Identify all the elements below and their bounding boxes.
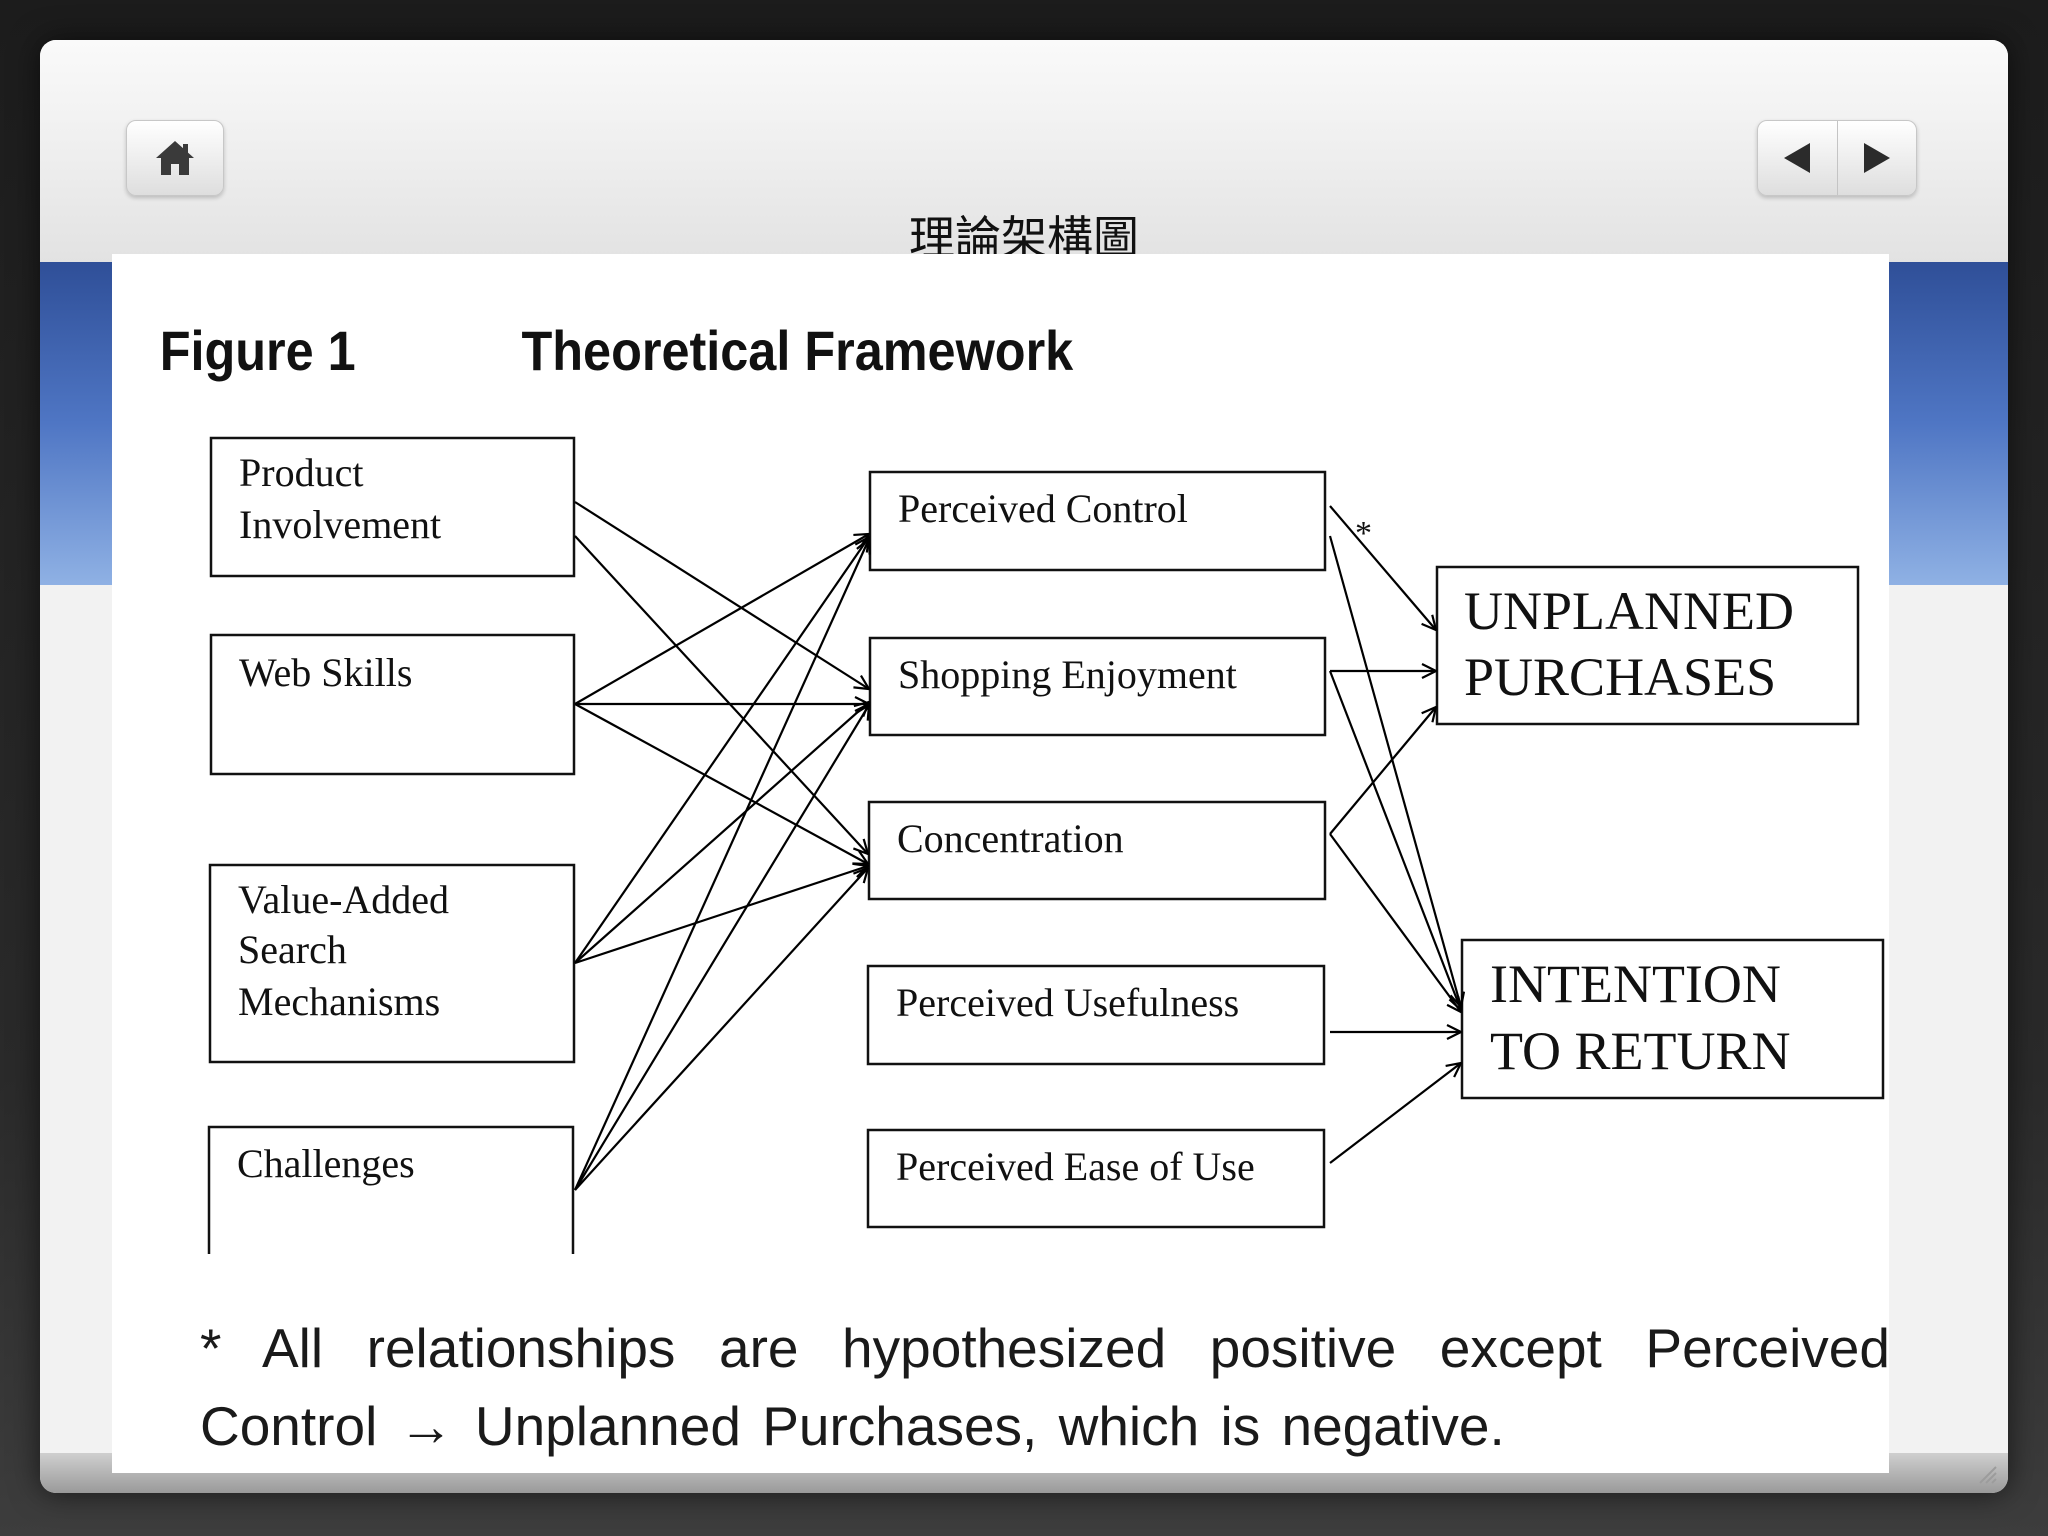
mediator-concentration: Concentration — [867, 800, 1327, 901]
svg-text:UNPLANNED PURCHASES: UNPLANNED PURCHASES — [1464, 581, 1808, 707]
box-label-line: Involvement — [239, 502, 441, 547]
box-label-line: PURCHASES — [1464, 647, 1776, 707]
arrow-challenges-to-concentration — [574, 868, 868, 1191]
framework-diagram: Figure 1 Theoretical Framework Product I… — [160, 321, 1885, 1268]
resize-grip-icon[interactable] — [1974, 1461, 1998, 1485]
next-slide-button[interactable] — [1836, 121, 1917, 195]
box-label-line: Challenges — [237, 1141, 415, 1186]
arrow-ease-to-intention — [1329, 1063, 1461, 1164]
slide-navigation — [1757, 120, 1917, 196]
antecedent-product-involvement: Product Involvement — [209, 436, 576, 578]
mediator-perceived-usefulness: Perceived Usefulness — [866, 964, 1326, 1066]
mediator-perceived-control: Perceived Control — [868, 470, 1327, 572]
antecedent-challenges: Challenges — [207, 1125, 575, 1268]
svg-text:Challenges: Challenges — [237, 1141, 415, 1186]
arrow-webskills-to-control — [574, 534, 869, 705]
figure-footnote: * All relationships are hypothesized pos… — [200, 1317, 1890, 1457]
arrow-search-to-enjoyment — [574, 702, 869, 964]
figure-number: Figure 1 — [160, 321, 356, 383]
arrow-control-to-unplanned — [1329, 505, 1436, 630]
box-label: Perceived Usefulness — [896, 980, 1239, 1025]
arrow-challenges-to-enjoyment — [574, 705, 869, 1191]
triangle-right-icon — [1863, 143, 1890, 173]
box-label-line: Product — [239, 450, 363, 495]
box-label: Shopping Enjoyment — [898, 652, 1237, 697]
arrow-involvement-to-concentration — [574, 535, 868, 854]
arrow-enjoyment-to-intention — [1328, 670, 1461, 1010]
triangle-left-icon — [1784, 143, 1811, 173]
home-button[interactable] — [126, 120, 224, 196]
svg-text:Product Involvement: Product Involvement — [239, 450, 441, 547]
box-label-line: Mechanisms — [238, 979, 440, 1024]
arrow-concentration-to-intention — [1329, 833, 1461, 1012]
mediator-shopping-enjoyment: Shopping Enjoyment — [868, 636, 1327, 737]
box-label: Perceived Control — [898, 486, 1188, 531]
arrow-concentration-to-unplanned — [1329, 707, 1436, 835]
box-label-line: Web Skills — [239, 650, 412, 695]
svg-text:INTENTION TO RETURN: INTENTION TO RETURN — [1490, 954, 1794, 1081]
arrow-involvement-to-enjoyment — [574, 501, 869, 689]
figure-title: Theoretical Framework — [522, 321, 1074, 383]
arrow-search-to-concentration — [574, 866, 868, 965]
antecedent-value-added-search-mechanisms: Value-Added Search Mechanisms — [208, 863, 576, 1064]
box-label-line: INTENTION — [1490, 954, 1781, 1014]
arrow-search-to-control — [574, 537, 869, 964]
antecedent-web-skills: Web Skills — [209, 633, 576, 776]
box-label-line: UNPLANNED — [1464, 581, 1794, 641]
slide-content: Figure 1 Theoretical Framework Product I… — [112, 254, 1890, 1473]
mediator-to-outcome-arrows — [1328, 505, 1461, 1164]
arrow-webskills-to-concentration — [574, 703, 868, 864]
box-label-line: Search — [238, 927, 347, 972]
negative-relationship-asterisk: * — [1355, 515, 1372, 552]
arrow-control-to-intention — [1328, 535, 1461, 1007]
svg-text:Value-Added Search: Value-Added Search Mechanisms — [238, 877, 459, 1024]
mediator-perceived-ease-of-use: Perceived Ease of Use — [866, 1128, 1326, 1229]
outcome-unplanned-purchases: UNPLANNED PURCHASES — [1435, 565, 1860, 726]
arrow-challenges-to-control — [573, 539, 869, 1191]
home-icon — [156, 141, 194, 175]
previous-slide-button[interactable] — [1758, 121, 1837, 195]
slide-header — [40, 40, 2008, 265]
box-label: Concentration — [897, 816, 1124, 861]
svg-text:Web Skills: Web Skills — [239, 650, 412, 695]
antecedent-to-mediator-arrows — [573, 501, 869, 1191]
box-label-line: TO RETURN — [1490, 1021, 1791, 1081]
slide: 理論架構圖 Figure 1 Theoretical Framework Pro… — [40, 40, 2008, 1493]
outcome-intention-to-return: INTENTION TO RETURN — [1460, 938, 1885, 1100]
box-label-line: Value-Added — [238, 877, 449, 922]
box-label: Perceived Ease of Use — [896, 1144, 1255, 1189]
